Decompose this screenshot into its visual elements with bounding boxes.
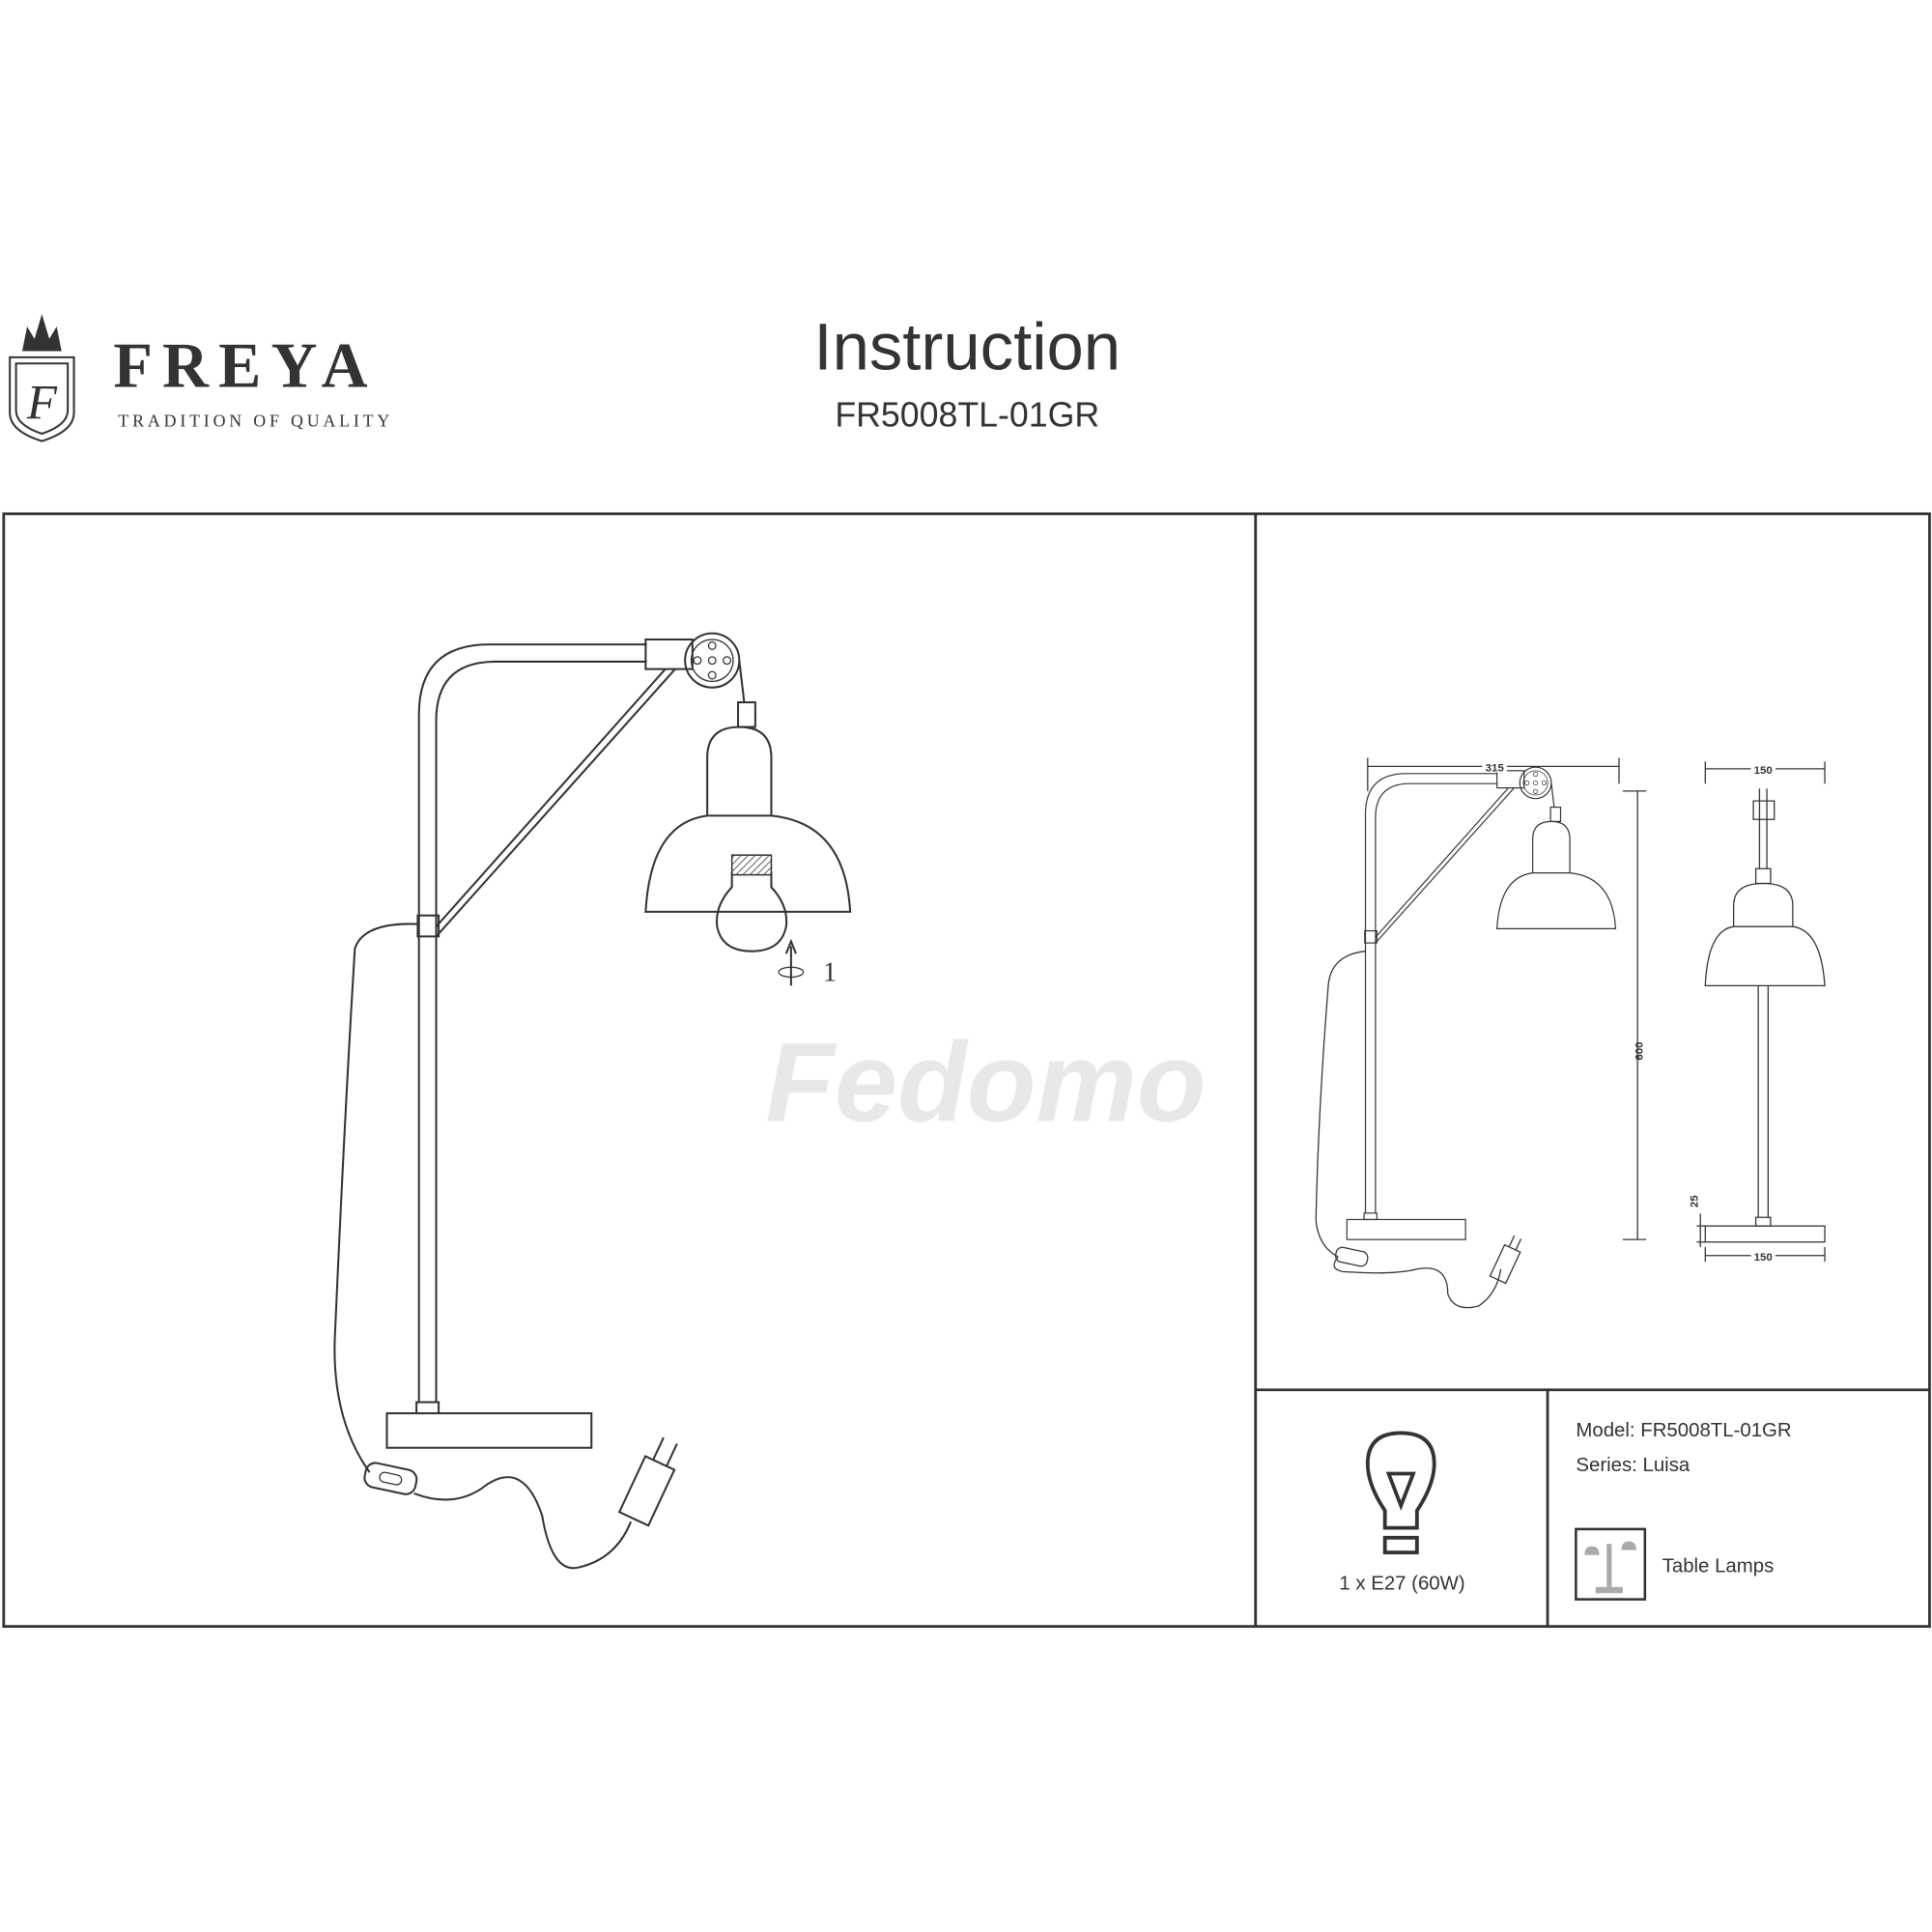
- step-number: 1: [823, 957, 837, 987]
- info-model: Model: FR5008TL-01GR: [1576, 1420, 1791, 1441]
- dimension-width-front: 150: [1754, 765, 1773, 777]
- header-model: FR5008TL-01GR: [835, 395, 1099, 434]
- bulb-icon: [1365, 1431, 1436, 1555]
- logo-letter: F: [26, 377, 58, 431]
- info-category: Table Lamps: [1662, 1556, 1775, 1577]
- dimension-width-side: 315: [1486, 762, 1505, 774]
- info-series: Series: Luisa: [1576, 1455, 1690, 1476]
- brand-name: FREYA: [113, 331, 377, 402]
- table-lamp-category-icon: [1575, 1527, 1647, 1601]
- freya-logo: F FREYA TRADITION OF QUALITY: [9, 314, 393, 442]
- bulb-spec-label: 1 x E27 (60W): [1339, 1573, 1464, 1594]
- dimension-base-width: 150: [1754, 1252, 1773, 1264]
- page-title: Instruction: [813, 310, 1121, 384]
- lamp-assembly-drawing: [333, 632, 852, 1570]
- brand-tagline: TRADITION OF QUALITY: [118, 411, 393, 430]
- side-view-dimension-drawing: [1315, 757, 1826, 1309]
- drawing-frame: [2, 512, 1931, 1629]
- dimension-height: 600: [1634, 1041, 1645, 1060]
- dimension-base-height: 25: [1690, 1195, 1701, 1208]
- watermark: Fedomo: [765, 1019, 1206, 1146]
